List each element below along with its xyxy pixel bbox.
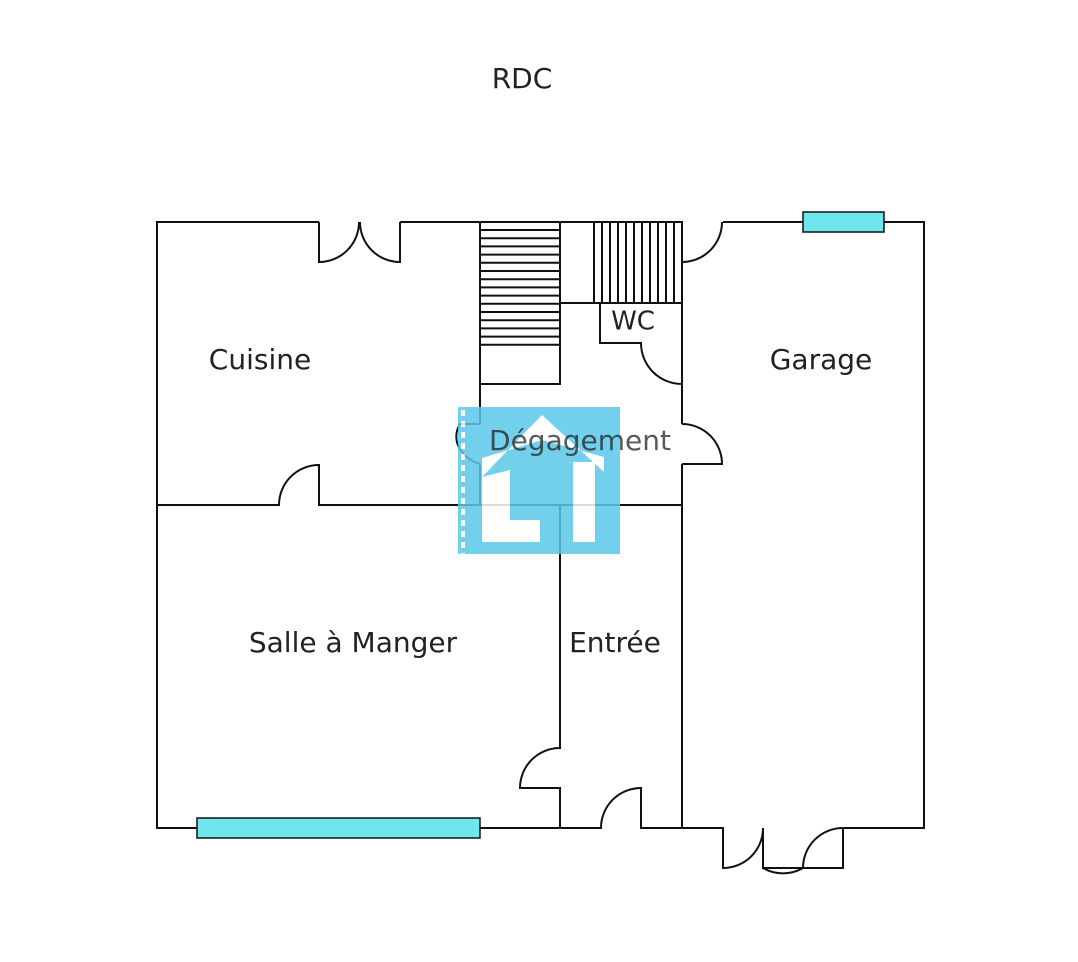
room-label-entree: Entrée (569, 626, 661, 659)
room-label-salle-a-manger: Salle à Manger (249, 626, 458, 659)
staircase-left (479, 221, 561, 385)
staircase-right (593, 221, 683, 304)
room-label-cuisine: Cuisine (209, 343, 311, 376)
garage-window (802, 211, 885, 233)
room-label-degagement: Dégagement (489, 424, 671, 457)
watermark-logo (458, 407, 620, 554)
room-label-garage: Garage (770, 343, 873, 376)
room-label-wc: WC (611, 307, 655, 337)
dining-window (196, 817, 481, 839)
floor-title: RDC (492, 62, 553, 95)
